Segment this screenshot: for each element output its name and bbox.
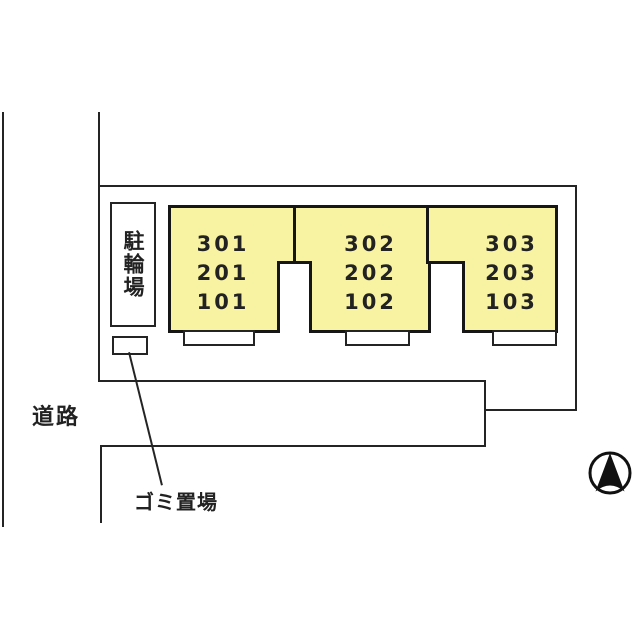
north-compass bbox=[588, 451, 632, 495]
site-southwest-boundary-line bbox=[100, 445, 102, 523]
unit-divider-1 bbox=[293, 208, 296, 264]
site-west-boundary-line bbox=[98, 112, 100, 382]
garbage-leader-line bbox=[128, 352, 163, 486]
stairwell-notch-2 bbox=[428, 261, 465, 333]
unit-number: 103 bbox=[485, 290, 538, 314]
stairwell-notch-1 bbox=[277, 261, 312, 333]
unit-divider-2 bbox=[426, 208, 429, 264]
porch-unit-2 bbox=[345, 330, 410, 346]
north-arrow-icon bbox=[588, 451, 632, 495]
garbage-label: ゴミ置場 bbox=[134, 490, 218, 514]
unit-number: 101 bbox=[196, 290, 250, 314]
unit-number: 201 bbox=[196, 261, 250, 285]
porch-unit-1 bbox=[183, 330, 255, 346]
building-outline-top-line bbox=[98, 185, 577, 187]
approach-area-right-line bbox=[484, 380, 486, 447]
unit-number: 202 bbox=[344, 261, 397, 285]
approach-area-top-line bbox=[98, 380, 486, 382]
unit-numbers-stack-3: 303 203 103 bbox=[465, 230, 558, 317]
unit-number: 102 bbox=[344, 290, 397, 314]
bicycle-parking-label: 駐輪場 bbox=[121, 230, 145, 299]
road-label: 道路 bbox=[32, 405, 81, 430]
unit-number: 301 bbox=[196, 232, 250, 256]
road-left-boundary-line bbox=[2, 112, 4, 527]
unit-number: 203 bbox=[485, 261, 538, 285]
unit-numbers-stack-1: 301 201 101 bbox=[168, 230, 278, 317]
building-outline-bottom-right-line bbox=[484, 409, 577, 411]
bicycle-parking-area bbox=[110, 202, 156, 327]
building-outline-right-line bbox=[575, 185, 577, 411]
unit-numbers-stack-2: 302 202 102 bbox=[311, 230, 430, 317]
unit-number: 302 bbox=[344, 232, 397, 256]
approach-area-bottom-line bbox=[100, 445, 486, 447]
porch-unit-3 bbox=[492, 330, 557, 346]
unit-number: 303 bbox=[485, 232, 538, 256]
